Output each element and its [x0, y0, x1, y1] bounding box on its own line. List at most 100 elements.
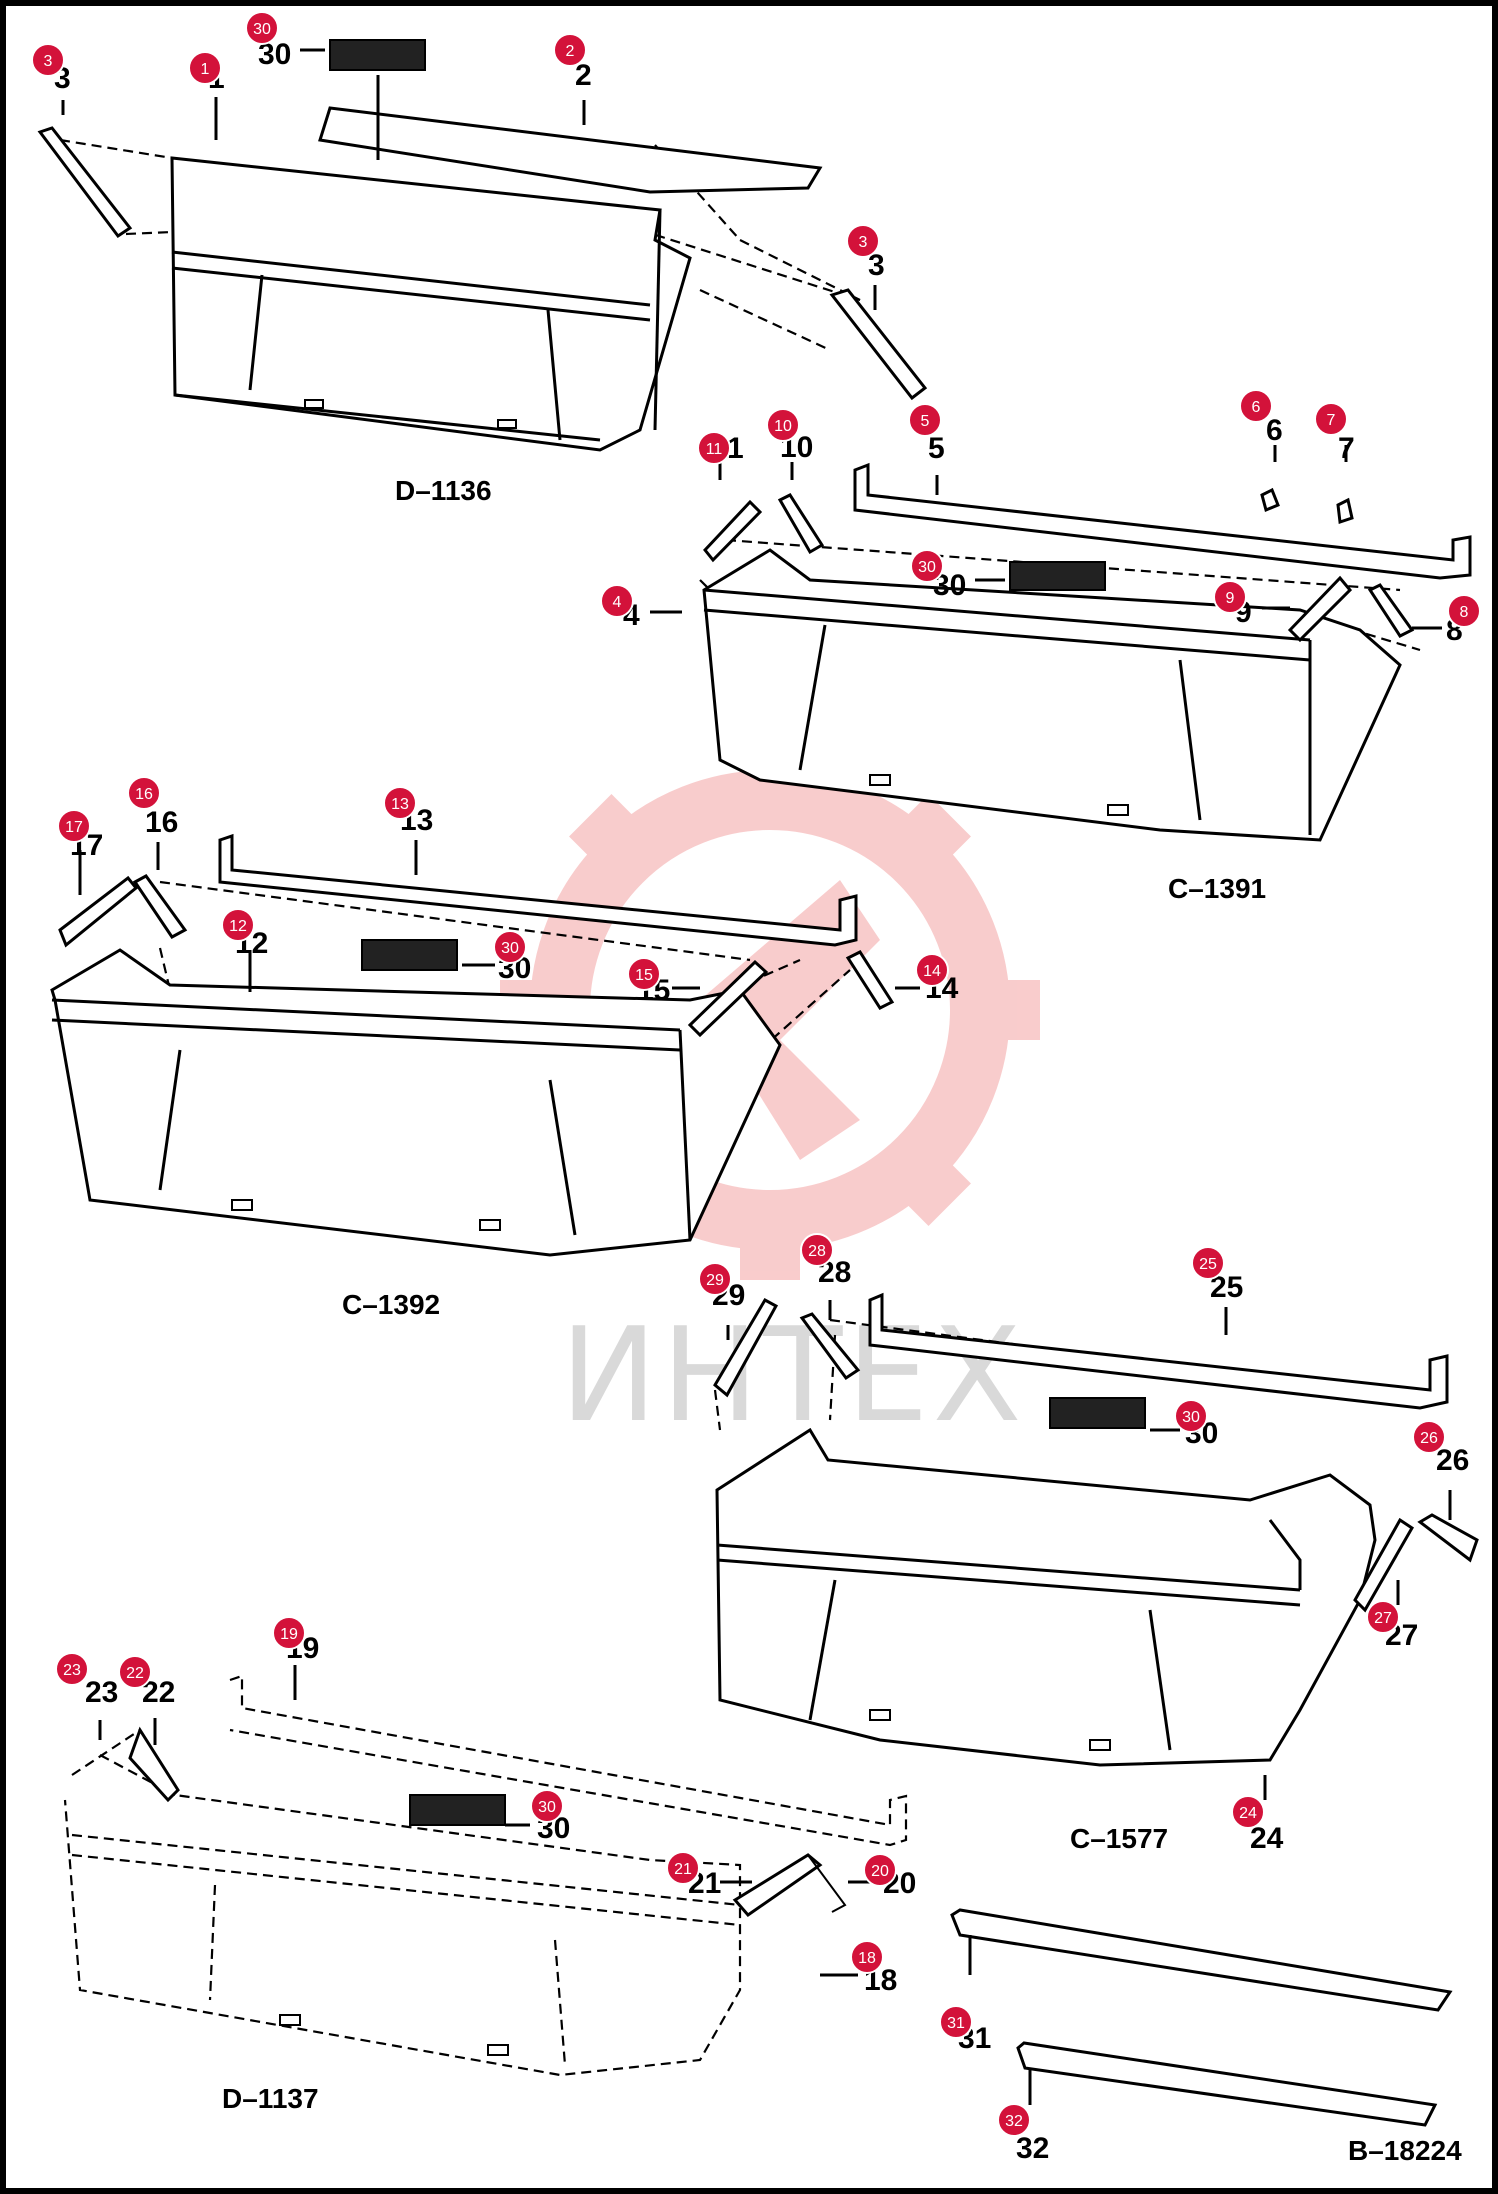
svg-text:1: 1	[201, 61, 210, 78]
svg-text:13: 13	[391, 796, 409, 813]
badge-20[interactable]: 20	[863, 1853, 897, 1887]
badge-17[interactable]: 17	[57, 809, 91, 843]
badge-30d[interactable]: 30	[1174, 1399, 1208, 1433]
svg-text:25: 25	[1199, 1256, 1217, 1273]
badge-1[interactable]: 1	[188, 51, 222, 85]
svg-text:12: 12	[229, 918, 247, 935]
svg-text:30: 30	[538, 1799, 556, 1816]
svg-text:17: 17	[65, 819, 83, 836]
svg-text:11: 11	[706, 441, 723, 458]
bucket-c1577	[713, 1292, 1479, 1800]
svg-text:3: 3	[44, 53, 53, 70]
part-label-6: 6	[1266, 414, 1283, 447]
badge-13[interactable]: 13	[383, 786, 417, 820]
part-label-7: 7	[1338, 432, 1355, 465]
badge-11[interactable]: 11	[697, 431, 731, 465]
svg-text:20: 20	[871, 1863, 889, 1880]
badge-3b[interactable]: 3	[846, 224, 880, 258]
svg-text:3: 3	[859, 234, 868, 251]
badge-22[interactable]: 22	[118, 1655, 152, 1689]
badge-23[interactable]: 23	[55, 1652, 89, 1686]
caption-c1391: C–1391	[1168, 873, 1266, 904]
badge-28[interactable]: 28	[800, 1233, 834, 1267]
part-label-16: 16	[145, 806, 178, 839]
badge-26[interactable]: 26	[1412, 1420, 1446, 1454]
wear-pad-30	[329, 39, 426, 71]
badge-31[interactable]: 31	[939, 2005, 973, 2039]
badge-12[interactable]: 12	[221, 908, 255, 942]
svg-text:2: 2	[566, 43, 575, 60]
svg-text:22: 22	[126, 1665, 144, 1682]
badge-5[interactable]: 5	[908, 403, 942, 437]
wear-pad-30d	[1049, 1397, 1146, 1429]
svg-text:19: 19	[280, 1626, 298, 1643]
svg-text:18: 18	[858, 1950, 876, 1967]
badge-14[interactable]: 14	[915, 953, 949, 987]
badge-18[interactable]: 18	[850, 1940, 884, 1974]
wear-pad-30b	[1009, 561, 1106, 591]
badge-24[interactable]: 24	[1231, 1795, 1265, 1829]
part-label-3b: 3	[868, 249, 885, 282]
bucket-d1137	[63, 1665, 908, 2077]
svg-text:29: 29	[706, 1272, 724, 1289]
figure-code: B–18224	[1348, 2135, 1462, 2166]
part-label-5: 5	[928, 432, 945, 465]
svg-text:30: 30	[918, 559, 936, 576]
badge-30a[interactable]: 30	[245, 11, 279, 45]
badge-10[interactable]: 10	[766, 408, 800, 442]
svg-text:27: 27	[1374, 1610, 1392, 1627]
svg-text:30: 30	[1182, 1409, 1200, 1426]
svg-text:10: 10	[774, 418, 792, 435]
badge-6[interactable]: 6	[1239, 389, 1273, 423]
badge-30e[interactable]: 30	[530, 1789, 564, 1823]
caption-c1577: C–1577	[1070, 1823, 1168, 1854]
badge-30c[interactable]: 30	[493, 930, 527, 964]
svg-text:15: 15	[635, 967, 653, 984]
svg-text:31: 31	[947, 2015, 965, 2032]
svg-text:30: 30	[253, 21, 271, 38]
wear-pad-30c	[361, 939, 458, 971]
svg-text:21: 21	[674, 1861, 692, 1878]
badge-29[interactable]: 29	[698, 1262, 732, 1296]
badge-8[interactable]: 8	[1447, 594, 1481, 628]
part-label-26: 26	[1436, 1444, 1469, 1477]
badge-15[interactable]: 15	[627, 957, 661, 991]
badge-19[interactable]: 19	[272, 1616, 306, 1650]
caption-c1392: C–1392	[342, 1289, 440, 1320]
svg-text:16: 16	[135, 786, 153, 803]
caption-d1136: D–1136	[395, 475, 492, 506]
svg-text:14: 14	[923, 963, 941, 980]
badge-4[interactable]: 4	[600, 584, 634, 618]
badge-2[interactable]: 2	[553, 33, 587, 67]
part-label-32: 32	[1016, 2132, 1049, 2165]
badge-7[interactable]: 7	[1314, 402, 1348, 436]
svg-text:6: 6	[1252, 399, 1261, 416]
watermark-text: ИНТЕХ	[560, 1299, 1026, 1451]
svg-text:28: 28	[808, 1243, 826, 1260]
badge-27[interactable]: 27	[1366, 1600, 1400, 1634]
wear-strips	[950, 1908, 1453, 2127]
badge-16[interactable]: 16	[127, 776, 161, 810]
bucket-d1136	[37, 39, 928, 452]
svg-text:32: 32	[1005, 2113, 1023, 2130]
svg-text:24: 24	[1239, 1805, 1257, 1822]
svg-text:4: 4	[613, 594, 622, 611]
svg-text:9: 9	[1226, 590, 1235, 607]
part-label-23: 23	[85, 1676, 118, 1709]
badge-25[interactable]: 25	[1191, 1246, 1225, 1280]
svg-text:7: 7	[1327, 412, 1336, 429]
svg-text:26: 26	[1420, 1430, 1438, 1447]
part-label-2: 2	[575, 59, 592, 92]
badge-32[interactable]: 32	[997, 2103, 1031, 2137]
badge-9[interactable]: 9	[1213, 580, 1247, 614]
badge-21[interactable]: 21	[666, 1851, 700, 1885]
wear-pad-30e	[409, 1794, 506, 1826]
bucket-c1392	[50, 833, 920, 1257]
assembly-captions: D–1136 C–1391 C–1392 C–1577 D–1137 B–182…	[222, 475, 1462, 2166]
badge-3a[interactable]: 3	[31, 43, 65, 77]
badge-30b[interactable]: 30	[910, 549, 944, 583]
svg-text:23: 23	[63, 1662, 81, 1679]
svg-text:30: 30	[501, 940, 519, 957]
